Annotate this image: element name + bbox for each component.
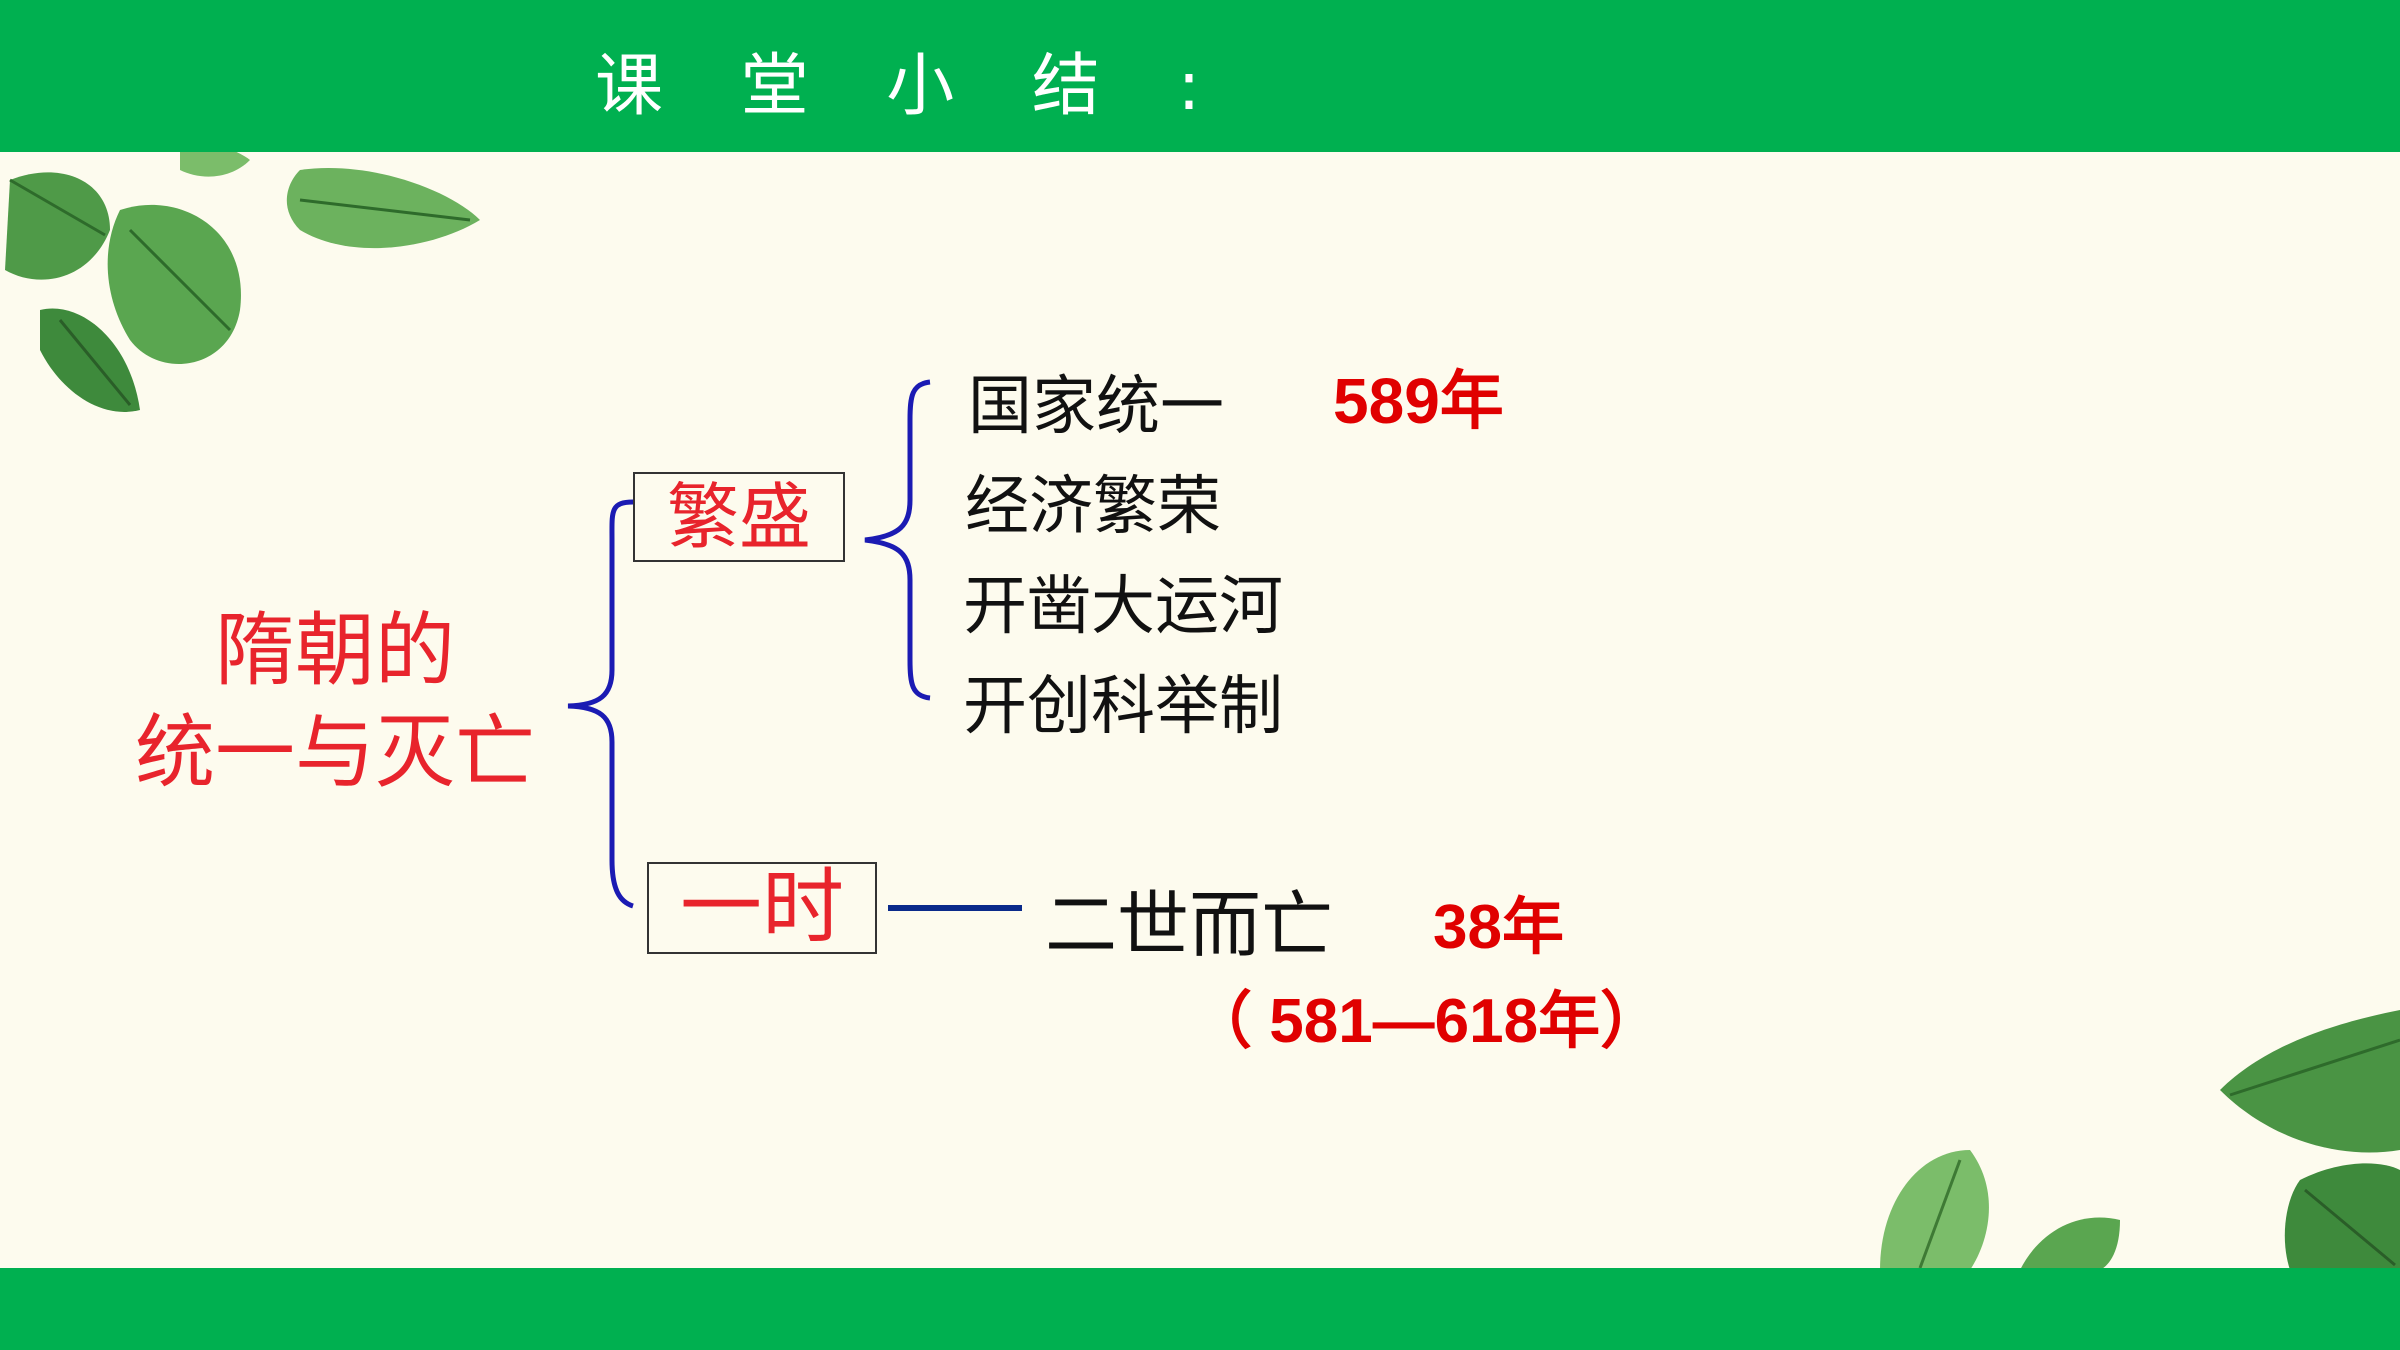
prosperity-item: 开凿大运河 (963, 570, 1283, 644)
main-topic-line2: 统一与灭亡 (135, 706, 535, 799)
brief-period: （ 581—618年） (1190, 987, 1663, 1056)
brief-duration: 38年 (1433, 893, 1564, 962)
slide-title: 课 堂 小 结 : (595, 47, 1229, 126)
brief-result: 二世而亡 (1045, 883, 1334, 967)
prosperity-box: 繁盛 (633, 472, 845, 562)
unification-year: 589年 (1333, 365, 1504, 437)
main-topic: 隋朝的 统一与灭亡 (110, 600, 560, 804)
prosperity-item: 经济繁荣 (965, 470, 1221, 544)
prosperity-item: 国家统一 (968, 370, 1224, 444)
main-brace (567, 499, 634, 909)
header-bar (0, 0, 2400, 152)
main-topic-line1: 隋朝的 (215, 604, 455, 697)
prosperity-brace (864, 379, 931, 701)
brief-box: 一时 (647, 862, 877, 954)
prosperity-item: 开创科举制 (963, 670, 1283, 744)
footer-bar (0, 1268, 2400, 1350)
